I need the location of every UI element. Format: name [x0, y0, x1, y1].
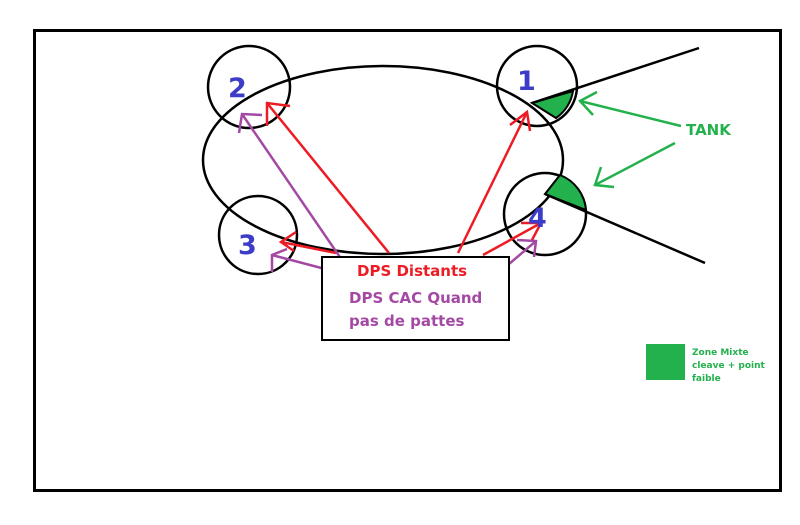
legend-text-line2: cleave + point: [692, 361, 765, 371]
legend-swatch: [646, 344, 685, 380]
melee-dps-label-line2: pas de pattes: [349, 312, 465, 330]
ranged-arrow-1: [456, 111, 529, 254]
cone-line-top: [531, 46, 700, 105]
position-label-4: 4: [528, 203, 547, 234]
leg-circle-3: [217, 194, 299, 276]
diagram-frame: [33, 29, 782, 492]
melee-arrow-4-head: [516, 238, 538, 258]
dps-instructions-box: [321, 256, 510, 341]
melee-arrow-3: [271, 253, 330, 272]
leg-circle-1: [495, 44, 579, 128]
melee-arrow-2-head: [237, 112, 263, 134]
tank-arrow-top: [579, 99, 682, 128]
ranged-arrow-3-head: [278, 230, 297, 253]
mixed-zone-front-top: [529, 89, 575, 120]
cone-line-bottom: [544, 192, 706, 265]
ranged-arrow-1-head: [509, 109, 532, 132]
legend-text-line1: Zone Mixte: [692, 348, 749, 358]
melee-arrow-2: [240, 113, 348, 267]
melee-dps-label-line1: DPS CAC Quand: [349, 289, 483, 307]
ranged-dps-label: DPS Distants: [357, 262, 468, 280]
ranged-arrow-4: [482, 221, 542, 257]
leg-circle-4: [502, 171, 588, 257]
tank-arrow-top-head: [577, 90, 598, 116]
tank-arrows: [577, 90, 682, 189]
ranged-arrows: [265, 101, 544, 257]
mixed-zone-front-bottom: [543, 173, 588, 212]
position-label-3: 3: [238, 230, 257, 261]
ranged-arrow-2: [266, 102, 390, 254]
boss-body: [201, 64, 565, 256]
legend-text-line3: faible: [692, 374, 721, 384]
leg-circle-2: [206, 44, 292, 130]
melee-arrow-3-head: [270, 247, 288, 272]
tank-arrow-bottom: [594, 141, 676, 187]
tank-arrow-bottom-head: [593, 166, 615, 189]
position-label-2: 2: [228, 73, 247, 104]
ranged-arrow-4-head: [521, 221, 544, 241]
tank-label: TANK: [686, 121, 731, 139]
ranged-arrow-3: [280, 240, 337, 255]
ranged-arrow-2-head: [265, 101, 291, 126]
position-label-1: 1: [517, 66, 536, 97]
